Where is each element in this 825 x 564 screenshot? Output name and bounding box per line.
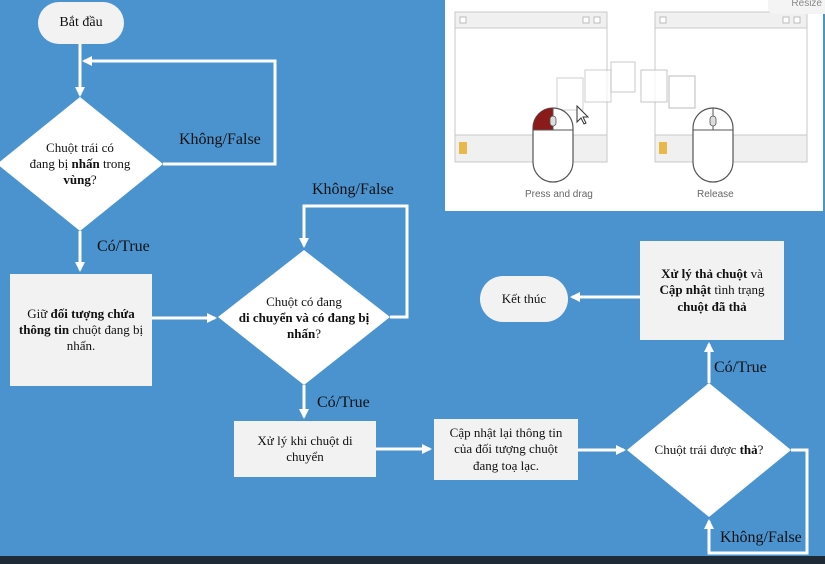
decision-moving (218, 250, 390, 385)
decision-pressed-line2a: đang bị (29, 155, 72, 171)
decision-pressed (0, 97, 163, 231)
hold-object-bold1: đối tượng chứa (50, 305, 135, 321)
corner-resize-tab[interactable]: Resize (768, 0, 825, 14)
cursor-icon (576, 104, 590, 125)
illustration-drawing (454, 11, 808, 183)
decision-moving-qmark: ? (315, 326, 321, 342)
decision-pressed-bold-pressed: nhấn (71, 155, 100, 171)
decision-pressed-bold-area: vùng (63, 172, 91, 188)
hold-object-text2: chuột đang bị (69, 321, 144, 337)
decision-moving-bold2: nhấn (287, 326, 316, 342)
edge-label-no-pressed: Không/False (179, 131, 261, 148)
update-info-node (434, 419, 578, 480)
end-node (480, 276, 568, 322)
edge-label-no-released: Không/False (720, 529, 802, 546)
edge-label-yes-released: Có/True (714, 359, 767, 376)
decision-moving-line1: Chuột có đang (266, 293, 342, 309)
handle-release-bold2: Cập nhật (659, 282, 712, 298)
dragged-file-icons (556, 61, 696, 111)
start-node (38, 2, 124, 44)
handle-move-node (234, 421, 376, 477)
handle-release-bold3: chuột đã thả (677, 298, 747, 314)
decision-moving-bold1: di chuyển và có đang bị (238, 309, 370, 325)
bottom-bar (0, 556, 825, 564)
drag-release-illustration: Press and drag Release (445, 0, 823, 211)
end-label: Kết thúc (501, 290, 547, 306)
caption-press-and-drag: Press and drag (525, 189, 593, 200)
update-info-label: Cập nhật lại thông tin của đối tượng chu… (449, 425, 563, 473)
arrow-no-pressed-loop (82, 56, 277, 166)
hold-object-label: Giữ đối tượng chứa thông tin chuột đang … (12, 274, 150, 386)
caption-release: Release (697, 189, 734, 200)
start-label: Bắt đầu (59, 15, 103, 31)
handle-release-node (640, 241, 784, 340)
edge-label-yes-pressed: Có/True (97, 238, 150, 255)
handle-release-label: Xử lý thả chuột và Cập nhật tình trạng c… (644, 241, 780, 340)
mouse-pressed-icon (532, 107, 574, 183)
hold-object-text1: Giữ (27, 305, 51, 321)
hold-object-bold2: thông tin (18, 321, 70, 337)
decision-pressed-line1: Chuột trái có (46, 139, 114, 155)
decision-released (627, 383, 791, 517)
decision-released-label: Chuột trái được thả? (640, 438, 778, 462)
mouse-released-icon (692, 107, 734, 183)
handle-release-bold1: Xử lý thả chuột (661, 266, 748, 282)
decision-released-qmark: ? (757, 441, 764, 457)
decision-pressed-qmark: ? (90, 172, 97, 188)
decision-released-bold: thả (739, 441, 758, 457)
arrow-no-released-loop (704, 448, 809, 555)
handle-move-label: Xử lý khi chuột di chuyển (257, 432, 353, 464)
handle-release-text2: tình trạng (711, 282, 765, 298)
edge-label-no-moving: Không/False (312, 181, 394, 198)
edge-label-yes-moving: Có/True (317, 394, 370, 411)
decision-pressed-label: Chuột trái có đang bị nhấn trong vùng? (16, 134, 144, 194)
decision-pressed-line2b: trong (99, 155, 131, 171)
handle-release-text1: và (747, 266, 763, 282)
decision-released-text: Chuột trái được (654, 441, 740, 457)
hold-object-node (10, 274, 152, 386)
hold-object-text3: nhấn. (66, 338, 96, 354)
left-window-icon (454, 11, 608, 163)
decision-moving-label: Chuột có đang di chuyển và có đang bị nh… (226, 288, 382, 348)
arrow-no-moving-loop (299, 204, 409, 319)
